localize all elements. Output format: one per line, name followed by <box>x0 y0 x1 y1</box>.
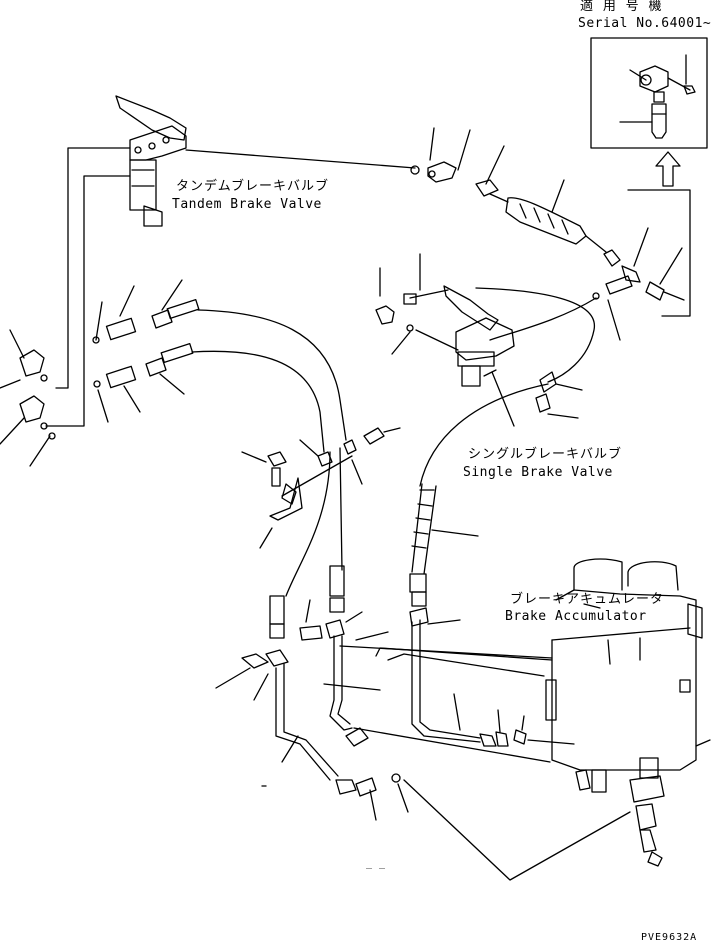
stray-mark: _ _ <box>366 858 386 869</box>
tandem-brake-valve <box>116 96 415 226</box>
brake-accumulator <box>546 559 710 866</box>
brake-linkage-rod <box>411 128 684 340</box>
single-valve-label-jp: シングルブレーキバルブ <box>468 447 623 462</box>
center-flex-hose <box>410 484 478 626</box>
tandem-valve-label-jp: タンデムブレーキバルブ <box>176 179 329 194</box>
arrow-up-icon <box>656 152 680 186</box>
accumulator-label-en: Brake Accumulator <box>505 609 647 624</box>
left-elbow-fittings <box>0 330 55 466</box>
tandem-valve-label-en: Tandem Brake Valve <box>172 197 322 212</box>
tandem-hoses <box>93 280 346 596</box>
lower-left-hoses <box>216 566 552 794</box>
serial-inset <box>591 38 707 148</box>
accumulator-tubes <box>346 620 630 880</box>
single-brake-valve <box>376 254 596 486</box>
serial-label-jp: 適 用 号 機 <box>580 0 663 14</box>
accumulator-label-jp: ブレーキアキュムレータ <box>510 592 665 607</box>
figure-code: PVE9632A <box>641 932 698 943</box>
serial-label-en: Serial No.64001~ <box>578 16 712 31</box>
single-valve-label-en: Single Brake Valve <box>463 465 613 480</box>
hose-clamp-bracket <box>242 428 400 548</box>
